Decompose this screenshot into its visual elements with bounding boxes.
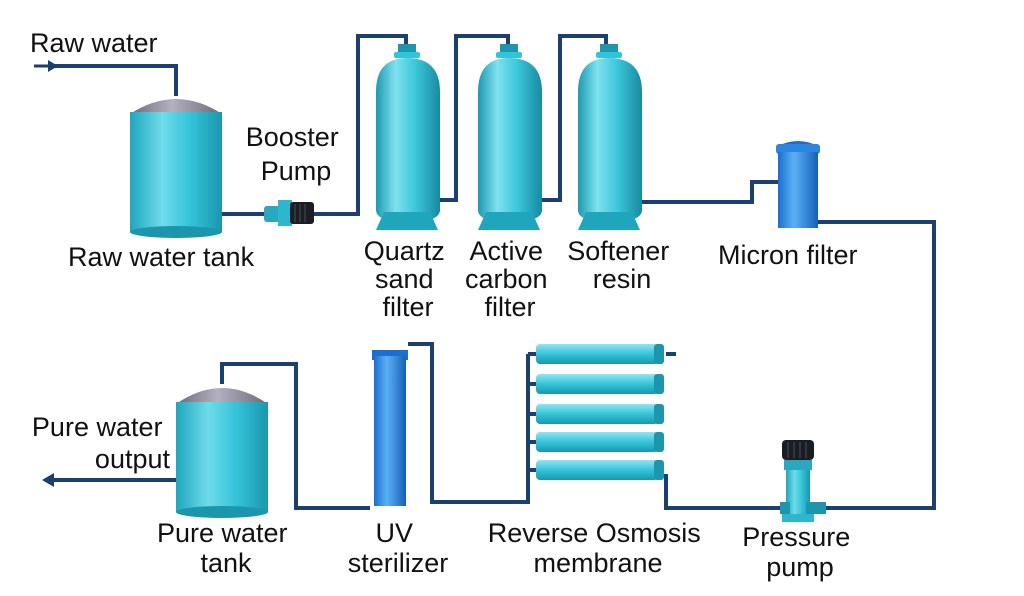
ro-tube-2 (536, 374, 664, 394)
pipe-micron-to-pressure (818, 220, 936, 510)
label-micron-filter: Micron filter (718, 240, 858, 270)
quartz-sand-filter-vessel (376, 44, 440, 230)
label-pure-water-output: Pure water output (32, 412, 171, 474)
booster-pump (264, 200, 314, 226)
ro-tube-3 (536, 404, 664, 424)
labels: Raw water Booster Pump Raw water tank Qu… (30, 28, 858, 582)
pipe-uv-to-tank (220, 362, 370, 510)
pipe-carbon-to-softener (542, 34, 608, 202)
label-pure-water-tank: Pure water tank (157, 518, 295, 578)
micron-filter (776, 141, 820, 228)
uv-sterilizer (372, 350, 408, 506)
label-reverse-osmosis-membrane: Reverse Osmosis membrane (488, 518, 709, 578)
label-booster-pump: Booster Pump (246, 122, 347, 186)
pipe-ro-to-uv (408, 342, 530, 504)
arrow-left-icon (42, 473, 54, 487)
pure-water-tank (176, 388, 268, 518)
label-quartz-sand-filter: Quartz sand filter (364, 236, 453, 322)
label-uv-sterilizer: UV sterilizer (348, 518, 449, 578)
pipes (48, 34, 936, 510)
label-softener-resin: Softener resin (567, 236, 677, 294)
pipe-ro-to-pressure (664, 474, 780, 510)
label-active-carbon-filter: Active carbon filter (465, 236, 555, 322)
pipe-softener-to-micron (642, 180, 778, 204)
pipe-pump-to-quartz (314, 34, 408, 216)
pressure-pump (780, 440, 826, 522)
active-carbon-filter-vessel (478, 44, 542, 230)
softener-resin-vessel (578, 44, 642, 230)
ro-tube-4 (536, 432, 664, 452)
reverse-osmosis-membranes (536, 344, 664, 480)
label-pressure-pump: Pressure pump (742, 522, 858, 582)
raw-water-tank (130, 99, 222, 238)
label-raw-water: Raw water (30, 28, 158, 58)
label-raw-water-tank: Raw water tank (68, 242, 255, 272)
arrow-right-icon (34, 60, 58, 72)
pipe-ro-rungs (528, 352, 538, 472)
ro-tube-5 (536, 460, 664, 480)
pipe-raw-inlet (48, 64, 178, 96)
ro-tube-1 (536, 344, 664, 364)
pipe-quartz-to-carbon (440, 34, 510, 202)
